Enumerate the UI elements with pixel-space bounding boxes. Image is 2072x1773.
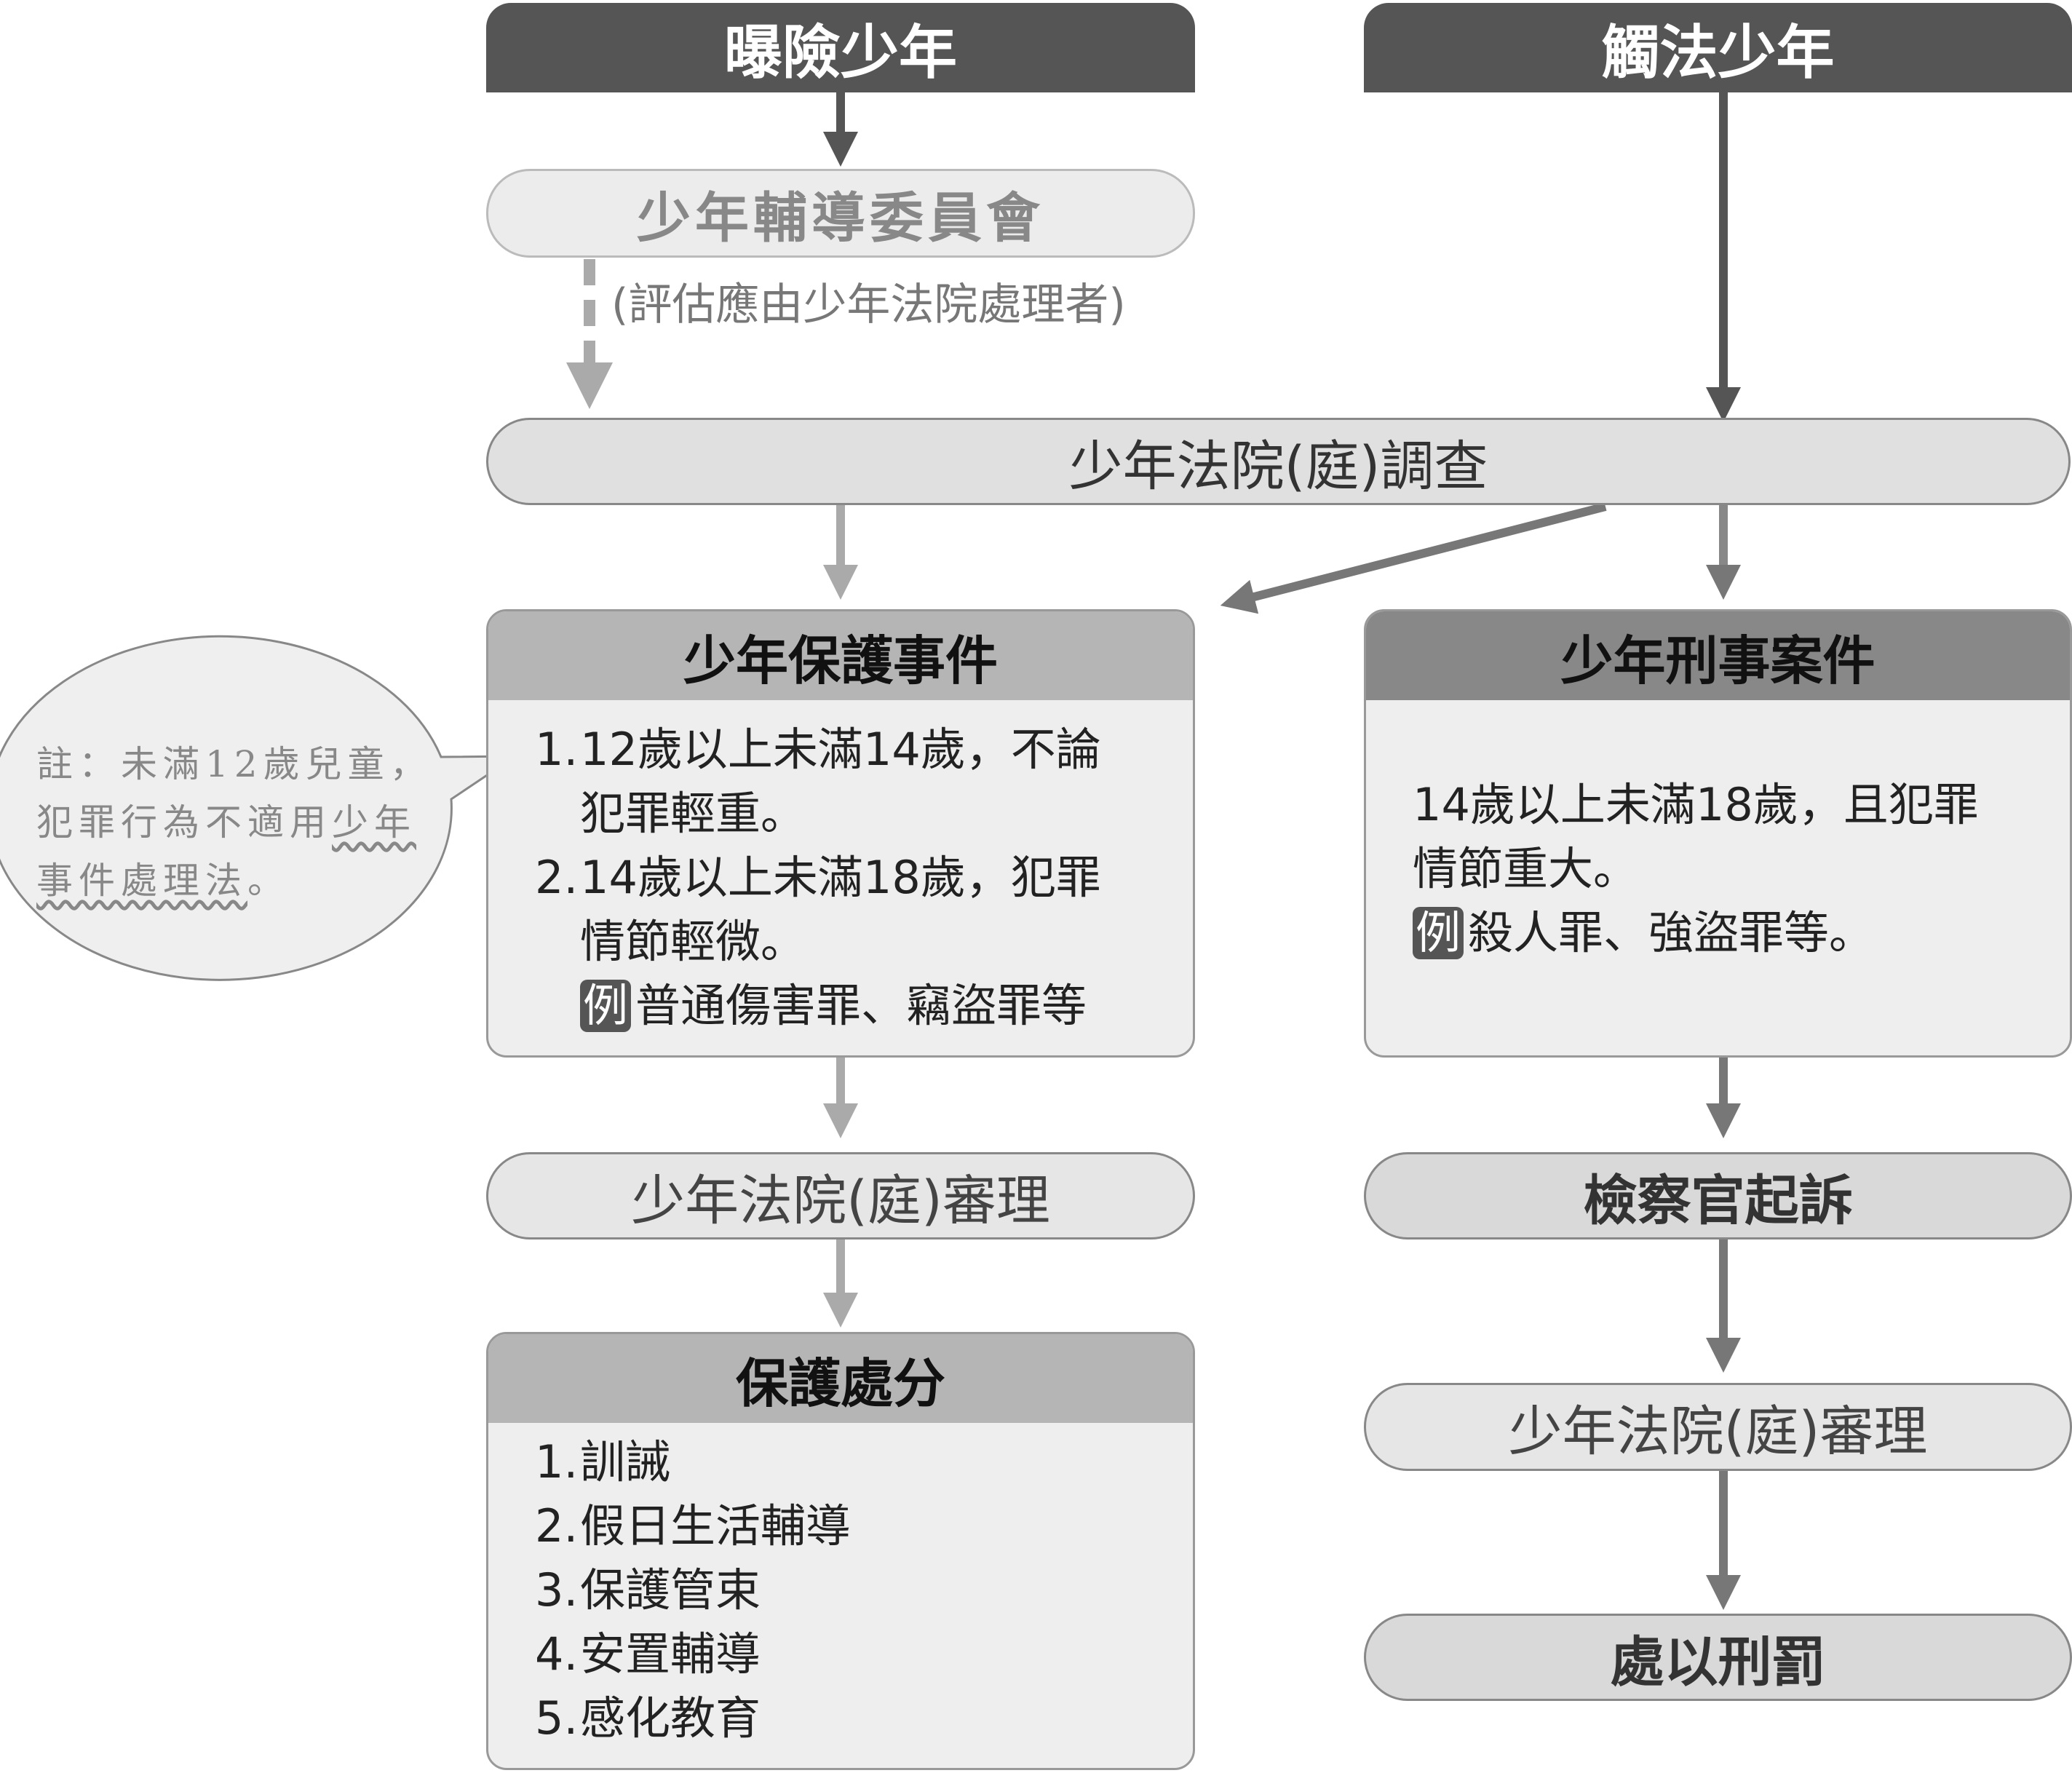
criteria-item: 1.12歲以上未滿14歲，不論犯罪輕重。 [535, 723, 1101, 840]
example-badge: 例 [1413, 907, 1464, 959]
committee-pill: 少年輔導委員會 [486, 169, 1195, 258]
criminal-case-title: 少年刑事案件 [1366, 611, 2070, 700]
left-trial-pill: 少年法院(庭)審理 [486, 1152, 1195, 1239]
disposition-item: 4.安置輔導 [535, 1627, 761, 1681]
disposition-item: 3.保護管束 [535, 1563, 761, 1617]
disposition-box: 保護處分 1.訓誡 2.假日生活輔導 3.保護管束 4.安置輔導 5.感化教育 [486, 1332, 1195, 1770]
prosecution-pill: 檢察官起訴 [1364, 1152, 2072, 1239]
investigation-pill: 少年法院(庭)調查 [486, 418, 2071, 505]
disposition-title: 保護處分 [488, 1334, 1193, 1423]
note-underlined: 事件處理法 [36, 860, 247, 902]
note-line: 犯罪行為不適用 [36, 801, 332, 844]
committee-note: (評估應由少年法院處理者) [611, 279, 1126, 330]
example-text: 普通傷害罪、竊盜罪等 [635, 979, 1087, 1032]
note-line: 註：未滿12歲兒童， [36, 743, 432, 785]
protection-case-title: 少年保護事件 [488, 611, 1193, 700]
protection-case-box: 少年保護事件 1.12歲以上未滿14歲，不論犯罪輕重。 2.14歲以上未滿18歲… [486, 609, 1195, 1058]
punishment-pill: 處以刑罰 [1364, 1614, 2072, 1701]
note-bubble: 註：未滿12歲兒童， 犯罪行為不適用少年 事件處理法。 [36, 735, 444, 910]
disposition-item: 1.訓誡 [535, 1435, 671, 1488]
arrow-investigation-diagonal [1220, 502, 1607, 614]
disposition-item: 5.感化教育 [535, 1691, 761, 1745]
note-bubble-shape [0, 635, 520, 981]
disposition-item: 2.假日生活輔導 [535, 1499, 852, 1552]
exposed-youth-header: 曝險少年 [486, 3, 1195, 92]
right-trial-pill: 少年法院(庭)審理 [1364, 1383, 2072, 1471]
criminal-case-box: 少年刑事案件 14歲以上未滿18歲，且犯罪 情節重大。 例殺人罪、強盜罪等。 [1364, 609, 2072, 1058]
example-badge: 例 [580, 980, 632, 1032]
offending-youth-header: 觸法少年 [1364, 3, 2072, 92]
criteria-item: 2.14歲以上未滿18歲，犯罪情節輕微。 例普通傷害罪、竊盜罪等 [535, 851, 1101, 1032]
note-underlined: 少年 [332, 801, 416, 844]
example-text: 殺人罪、強盜罪等。 [1468, 906, 1875, 959]
note-line: 。 [247, 860, 290, 902]
